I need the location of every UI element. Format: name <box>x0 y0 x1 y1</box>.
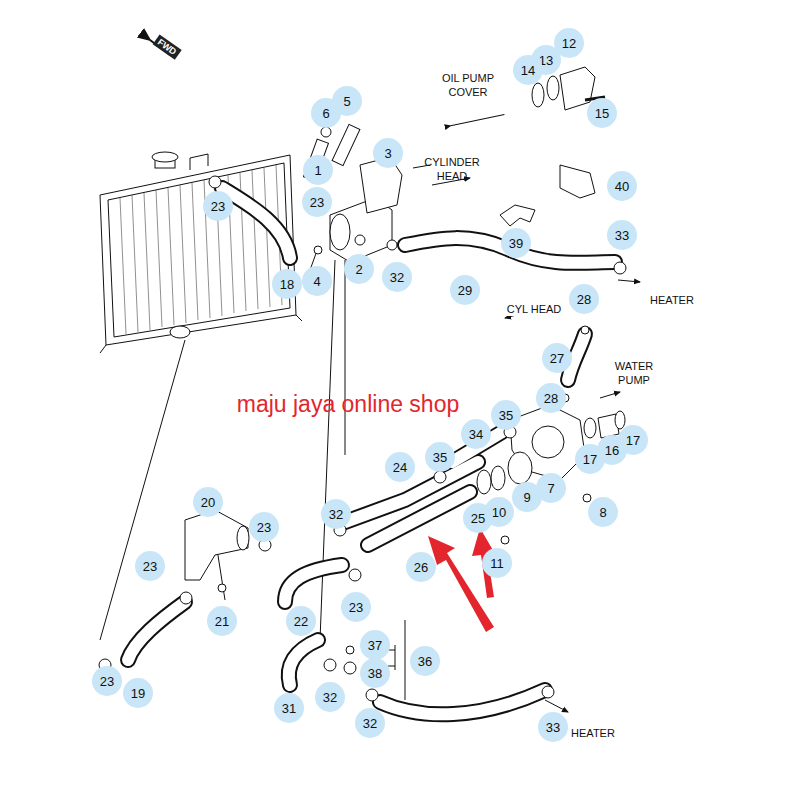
part-note: CYLINDER HEAD <box>417 155 487 183</box>
part-note: HEATER <box>569 726 617 740</box>
part-note: HEATER <box>648 293 696 307</box>
callout-number: 35 <box>425 442 455 472</box>
callout-number: 1 <box>303 155 333 185</box>
watermark: maju jaya online shop <box>237 391 459 418</box>
part-note: OIL PUMP COVER <box>438 71 498 99</box>
callout-number: 36 <box>410 646 440 676</box>
callout-number: 25 <box>463 503 493 533</box>
callout-number: 31 <box>274 693 304 723</box>
callout-number: 21 <box>207 606 237 636</box>
callout-number: 35 <box>491 400 521 430</box>
callout-number: 34 <box>461 419 491 449</box>
callout-number: 11 <box>482 548 512 578</box>
callout-number: 39 <box>501 228 531 258</box>
callout-number: 23 <box>92 666 122 696</box>
callout-number: 7 <box>536 473 566 503</box>
callout-number: 40 <box>607 171 637 201</box>
callout-number: 33 <box>538 712 568 742</box>
callout-number: 32 <box>321 499 351 529</box>
callout-number: 19 <box>123 678 153 708</box>
callout-number: 4 <box>302 266 332 296</box>
callout-number: 37 <box>360 630 390 660</box>
callout-number: 22 <box>286 606 316 636</box>
direction-tag: FWD <box>153 34 182 59</box>
callout-number: 23 <box>249 512 279 542</box>
callout-number: 28 <box>536 383 566 413</box>
part-note: CYL HEAD <box>505 302 564 316</box>
callout-number: 2 <box>344 254 374 284</box>
callout-number: 17 <box>575 444 605 474</box>
callout-number: 24 <box>385 452 415 482</box>
callout-number: 32 <box>382 262 412 292</box>
callout-number: 26 <box>406 552 436 582</box>
callout-number: 14 <box>513 55 543 85</box>
callout-number: 18 <box>272 269 302 299</box>
callout-number: 23 <box>135 551 165 581</box>
callout-number: 38 <box>360 658 390 688</box>
callout-number: 32 <box>315 682 345 712</box>
callout-number: 5 <box>332 86 362 116</box>
callout-number: 29 <box>450 275 480 305</box>
part-note: WATER PUMP <box>609 359 659 387</box>
callout-number: 20 <box>193 487 223 517</box>
callout-number: 8 <box>588 497 618 527</box>
callout-number: 27 <box>542 343 572 373</box>
callout-number: 32 <box>355 708 385 738</box>
callout-number: 15 <box>587 98 617 128</box>
callout-number: 23 <box>203 191 233 221</box>
callout-number: 3 <box>373 138 403 168</box>
callout-number: 28 <box>569 284 599 314</box>
callout-number: 23 <box>341 592 371 622</box>
callout-number: 23 <box>302 187 332 217</box>
callout-number: 33 <box>607 220 637 250</box>
